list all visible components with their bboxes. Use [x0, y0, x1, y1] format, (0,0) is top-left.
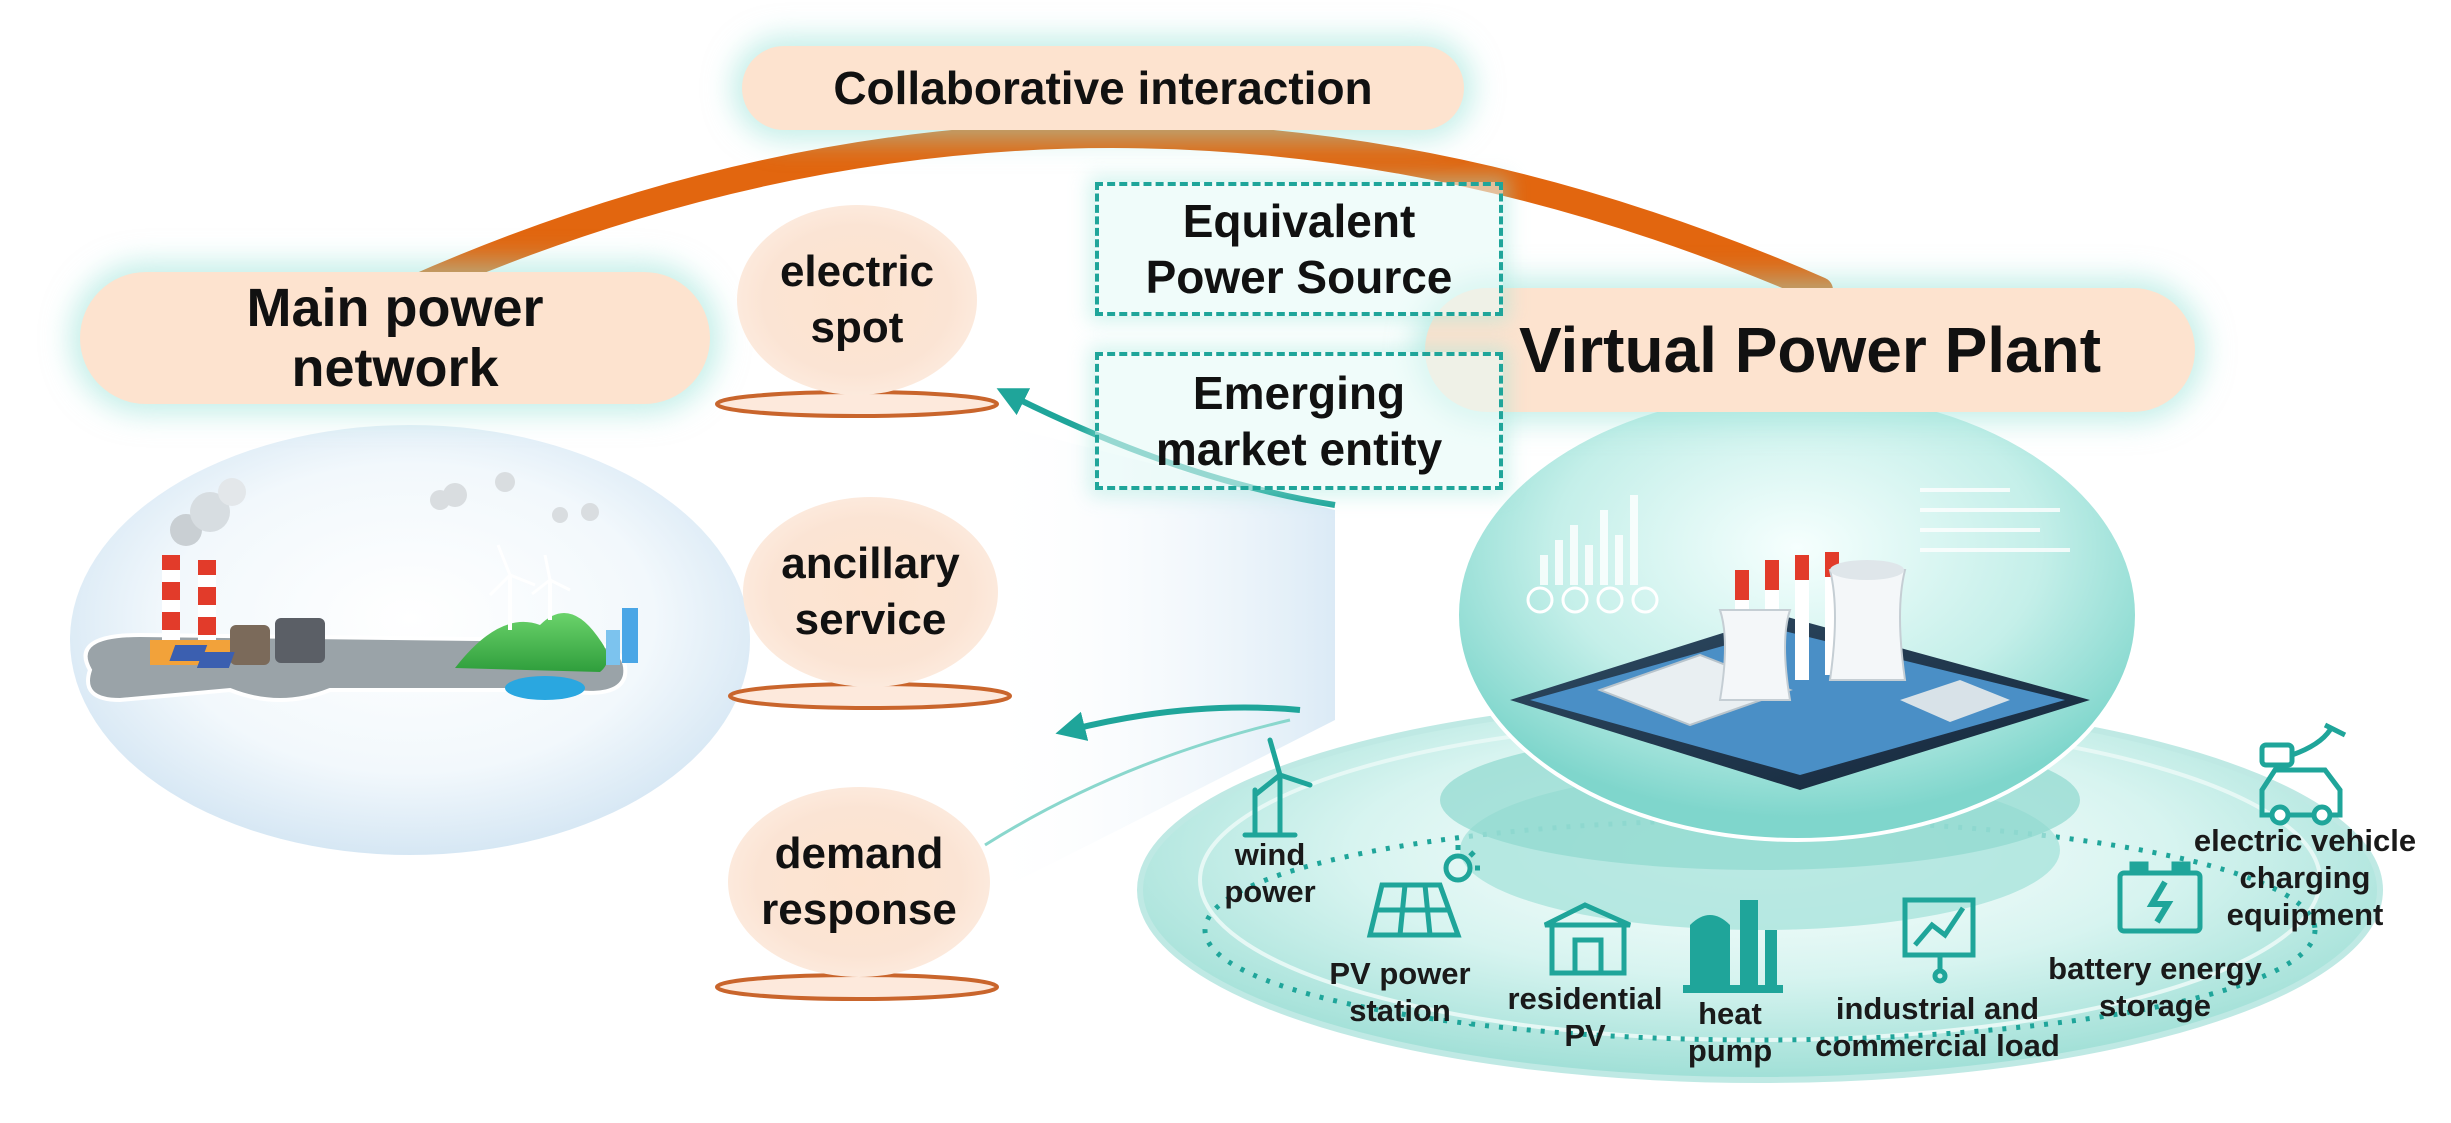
resource-residential-pv: residential PV: [1490, 980, 1680, 1054]
load-chart-icon: [1902, 897, 1976, 984]
market-demand-response-line2: response: [761, 885, 957, 934]
resource-heat-pump-line1: heat: [1698, 996, 1762, 1031]
virtual-power-plant-text: Virtual Power Plant: [1518, 314, 2102, 386]
link-to-demand-response: [984, 718, 1291, 847]
market-base-electric-spot: [715, 390, 999, 418]
resource-heat-pump-line2: pump: [1687, 1033, 1773, 1068]
market-ancillary-service-line2: service: [794, 595, 947, 644]
equivalent-power-source-box: Equivalent Power Source: [1095, 182, 1503, 316]
emerging-market-entity-box: Emerging market entity: [1095, 352, 1503, 490]
resource-wind-power: wind power: [1215, 836, 1325, 910]
market-base-demand-response: [715, 973, 999, 1001]
wind-turbine-icon: [1242, 737, 1313, 838]
resource-pv-power-station-line2: station: [1349, 993, 1451, 1028]
collaborative-interaction-text: Collaborative interaction: [833, 62, 1373, 114]
arrow-to-ancillary-service: [1055, 704, 1301, 741]
market-base-ancillary-service: [728, 682, 1012, 710]
ev-charger-icon: [2259, 722, 2347, 826]
market-demand-response-line1: demand: [774, 829, 944, 878]
resource-residential-pv-line1: residential: [1507, 981, 1663, 1016]
battery-icon: [2117, 861, 2203, 934]
virtual-power-plant-title: Virtual Power Plant: [1425, 288, 2195, 412]
resource-industrial-commercial-load-line1: industrial and: [1835, 991, 2040, 1026]
collaboration-arc: [397, 122, 1833, 303]
market-electric-spot-line1: electric: [779, 247, 935, 296]
resource-battery-energy-storage-line1: battery energy: [2048, 951, 2262, 986]
resource-battery-energy-storage: battery energy storage: [2030, 950, 2280, 1024]
resource-heat-pump: heat pump: [1675, 995, 1785, 1069]
equivalent-line1: Equivalent: [1182, 195, 1416, 247]
equivalent-line2: Power Source: [1145, 251, 1453, 303]
main-power-network-line2: network: [291, 338, 499, 398]
power-grid-illustration: [70, 425, 750, 855]
resource-ev-charging-equipment: electric vehicle charging equipment: [2180, 822, 2430, 933]
resource-industrial-commercial-load: industrial and commercial load: [1800, 990, 2075, 1064]
emerging-line2: market entity: [1155, 423, 1443, 475]
resource-pv-power-station: PV power station: [1315, 955, 1485, 1029]
flow-panel: [980, 420, 1335, 900]
resource-residential-pv-line2: PV: [1564, 1018, 1606, 1053]
house-icon: [1543, 902, 1632, 976]
market-ancillary-service-line1: ancillary: [781, 539, 960, 588]
main-power-network-line1: Main power: [246, 278, 544, 338]
resource-ev-charging-equipment-line1: electric vehicle: [2193, 823, 2417, 858]
resource-battery-energy-storage-line2: storage: [2099, 988, 2211, 1023]
resource-pv-power-station-line1: PV power: [1329, 956, 1471, 991]
resource-ev-charging-equipment-line3: equipment: [2226, 897, 2384, 932]
solar-panel-icon: [1366, 845, 1480, 938]
heat-pump-icon: [1683, 900, 1783, 993]
market-demand-response: demand response: [728, 787, 990, 977]
collaborative-interaction-label: Collaborative interaction: [742, 46, 1464, 130]
emerging-line1: Emerging: [1192, 367, 1406, 419]
vpp-hub-illustration: [1455, 388, 2139, 842]
market-ancillary-service: ancillary service: [743, 497, 998, 687]
resource-ev-charging-equipment-line2: charging: [2239, 860, 2371, 895]
main-power-network-title: Main power network: [80, 272, 710, 404]
resource-wind-power-line2: power: [1224, 874, 1316, 909]
resource-industrial-commercial-load-line2: commercial load: [1815, 1028, 2060, 1063]
market-electric-spot-line2: spot: [810, 303, 904, 352]
resource-wind-power-line1: wind: [1234, 837, 1306, 872]
market-electric-spot: electric spot: [737, 205, 977, 395]
